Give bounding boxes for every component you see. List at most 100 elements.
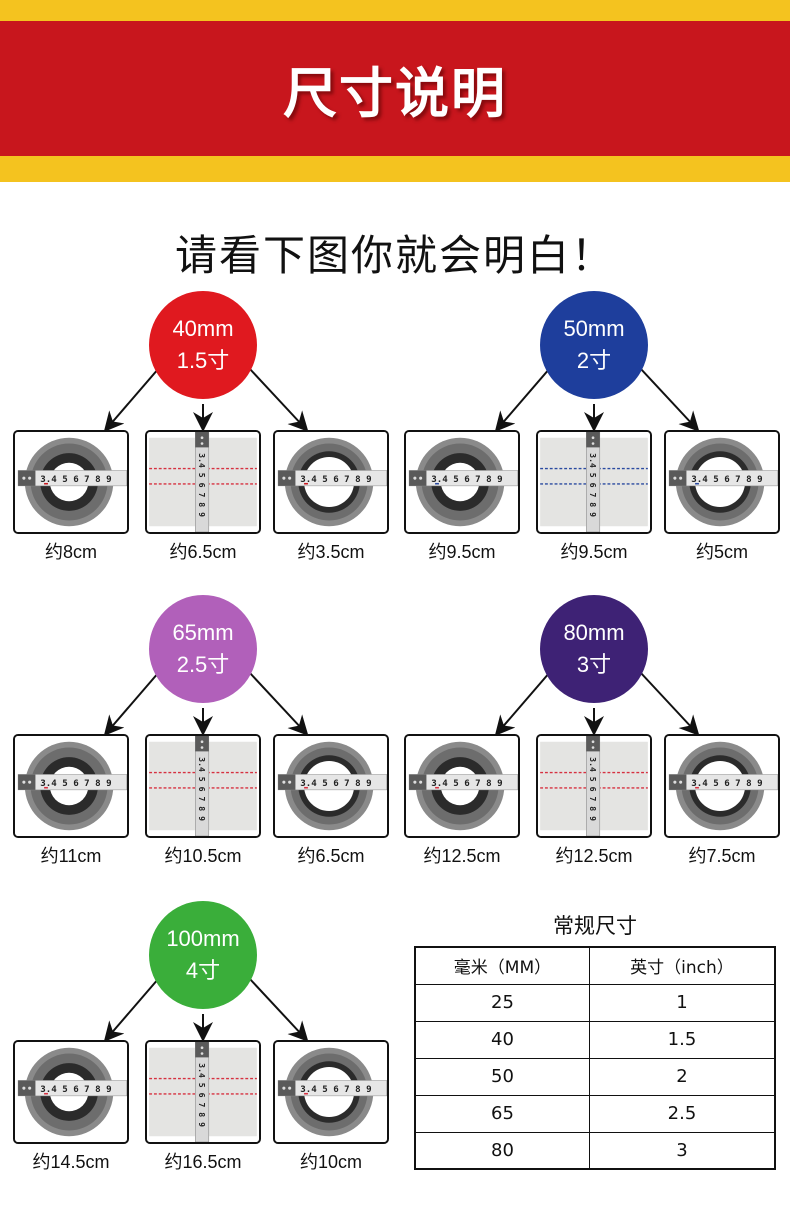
measurement-caption: 约12.5cm — [555, 846, 633, 866]
svg-text:3.4 5 6 7 8 9: 3.4 5 6 7 8 9 — [40, 1085, 111, 1095]
measurement-photo-hose-flat-width: 3.4 5 6 7 8 9 — [145, 430, 261, 534]
arrow-right — [248, 671, 309, 736]
table-row: 50 2 — [414, 1057, 776, 1096]
coupling-inner-photo: 3.4 5 6 7 8 9 — [666, 736, 778, 836]
table-row: 65 2.5 — [414, 1094, 776, 1133]
measurement-caption: 约12.5cm — [423, 846, 501, 866]
svg-text:3.4 5 6 7 8 9: 3.4 5 6 7 8 9 — [197, 757, 207, 821]
cell-mm: 65 — [414, 1094, 590, 1133]
measurement-photo-inner-diameter: 3.4 5 6 7 8 9 — [273, 430, 389, 534]
size-table-section: 常规尺寸 毫米（MM） 英寸（inch） 25 1 40 1.5 50 2 65 — [414, 910, 776, 1170]
arrow-right — [248, 977, 309, 1042]
hose-flat-photo: 3.4 5 6 7 8 9 — [538, 736, 650, 836]
svg-text:3.4 5 6 7 8 9: 3.4 5 6 7 8 9 — [197, 1063, 207, 1127]
measurement-caption: 约7.5cm — [688, 846, 756, 866]
hose-flat-photo: 3.4 5 6 7 8 9 — [147, 1042, 259, 1142]
arrow-left — [103, 367, 160, 433]
arrows-diagram — [494, 367, 700, 433]
cell-inch: 2.5 — [588, 1094, 776, 1133]
size-cun-label: 4寸 — [185, 958, 221, 983]
measurement-photo-inner-diameter: 3.4 5 6 7 8 9 — [273, 1040, 389, 1144]
hose-flat-photo: 3.4 5 6 7 8 9 — [147, 432, 259, 532]
svg-text:3.4 5 6 7 8 9: 3.4 5 6 7 8 9 — [588, 757, 598, 821]
measurement-photo-hose-flat-width: 3.4 5 6 7 8 9 — [145, 734, 261, 838]
size-mm-label: 65mm — [172, 620, 234, 645]
coupling-inner-photo: 3.4 5 6 7 8 9 — [275, 432, 387, 532]
measurement-photo-inner-diameter: 3.4 5 6 7 8 9 — [273, 734, 389, 838]
measurement-caption: 约10.5cm — [164, 846, 242, 866]
measurement-photo-outer-diameter: 3.4 5 6 7 8 9 — [404, 734, 520, 838]
size-cun-label: 1.5寸 — [176, 348, 230, 373]
svg-text:3.4 5 6 7 8 9: 3.4 5 6 7 8 9 — [300, 779, 371, 789]
svg-text:3.4 5 6 7 8 9: 3.4 5 6 7 8 9 — [300, 475, 371, 485]
svg-text:3.4 5 6 7 8 9: 3.4 5 6 7 8 9 — [691, 779, 762, 789]
arrows-diagram — [494, 671, 700, 737]
coupling-inner-photo: 3.4 5 6 7 8 9 — [275, 736, 387, 836]
coupling-outer-photo: 3.4 5 6 7 8 9 — [15, 736, 127, 836]
svg-text:3.4 5 6 7 8 9: 3.4 5 6 7 8 9 — [40, 779, 111, 789]
page-title: 尺寸说明 — [283, 62, 507, 125]
measurement-photo-outer-diameter: 3.4 5 6 7 8 9 — [13, 1040, 129, 1144]
measurement-photo-inner-diameter: 3.4 5 6 7 8 9 — [664, 430, 780, 534]
arrow-left — [103, 977, 160, 1043]
size-table-title: 常规尺寸 — [553, 914, 637, 938]
measurement-caption: 约9.5cm — [560, 542, 628, 562]
svg-text:3.4 5 6 7 8 9: 3.4 5 6 7 8 9 — [197, 453, 207, 517]
arrow-left — [494, 367, 551, 433]
arrow-right — [639, 671, 700, 736]
measurement-photo-hose-flat-width: 3.4 5 6 7 8 9 — [145, 1040, 261, 1144]
arrows-diagram — [103, 977, 309, 1043]
svg-text:3.4 5 6 7 8 9: 3.4 5 6 7 8 9 — [300, 1085, 371, 1095]
column-header-mm: 毫米（MM） — [414, 946, 590, 985]
arrow-left — [103, 671, 160, 737]
coupling-outer-photo: 3.4 5 6 7 8 9 — [15, 1042, 127, 1142]
svg-text:3.4 5 6 7 8 9: 3.4 5 6 7 8 9 — [431, 779, 502, 789]
size-cun-label: 3寸 — [576, 652, 612, 677]
svg-text:3.4 5 6 7 8 9: 3.4 5 6 7 8 9 — [588, 453, 598, 517]
cell-mm: 50 — [414, 1057, 590, 1096]
column-header-inch: 英寸（inch） — [588, 946, 776, 985]
measurement-caption: 约16.5cm — [164, 1152, 242, 1172]
measurement-caption: 约14.5cm — [32, 1152, 110, 1172]
cell-inch: 1 — [588, 983, 776, 1022]
measurement-caption: 约10cm — [299, 1152, 362, 1172]
arrow-left — [494, 671, 551, 737]
cell-mm: 40 — [414, 1020, 590, 1059]
arrow-right — [248, 367, 309, 432]
cell-inch: 2 — [588, 1057, 776, 1096]
measurement-caption: 约11cm — [40, 846, 102, 866]
measurement-photo-hose-flat-width: 3.4 5 6 7 8 9 — [536, 430, 652, 534]
svg-text:3.4 5 6 7 8 9: 3.4 5 6 7 8 9 — [431, 475, 502, 485]
size-mm-label: 50mm — [563, 316, 625, 341]
measurement-photo-hose-flat-width: 3.4 5 6 7 8 9 — [536, 734, 652, 838]
size-table: 毫米（MM） 英寸（inch） 25 1 40 1.5 50 2 65 2.5 — [414, 946, 776, 1170]
arrows-diagram — [103, 367, 309, 433]
arrow-right — [639, 367, 700, 432]
measurement-caption: 约6.5cm — [169, 542, 237, 562]
measurement-caption: 约3.5cm — [297, 542, 365, 562]
measurement-photo-outer-diameter: 3.4 5 6 7 8 9 — [13, 430, 129, 534]
arrows-diagram — [103, 671, 309, 737]
measurement-photo-outer-diameter: 3.4 5 6 7 8 9 — [404, 430, 520, 534]
table-row: 40 1.5 — [414, 1020, 776, 1059]
hose-flat-photo: 3.4 5 6 7 8 9 — [147, 736, 259, 836]
table-row: 80 3 — [414, 1131, 776, 1170]
measurement-caption: 约6.5cm — [297, 846, 365, 866]
coupling-outer-photo: 3.4 5 6 7 8 9 — [406, 736, 518, 836]
size-badge: 100mm 4寸 — [149, 901, 257, 1009]
table-header-row: 毫米（MM） 英寸（inch） — [414, 946, 776, 985]
measurement-photo-outer-diameter: 3.4 5 6 7 8 9 — [13, 734, 129, 838]
header-red-band — [0, 21, 790, 156]
size-group: 100mm 4寸 3.4 5 6 7 8 9 约14.5cm 3.4 5 6 7 … — [13, 901, 403, 1196]
hose-flat-photo: 3.4 5 6 7 8 9 — [538, 432, 650, 532]
coupling-inner-photo: 3.4 5 6 7 8 9 — [275, 1042, 387, 1142]
size-mm-label: 100mm — [166, 926, 240, 951]
